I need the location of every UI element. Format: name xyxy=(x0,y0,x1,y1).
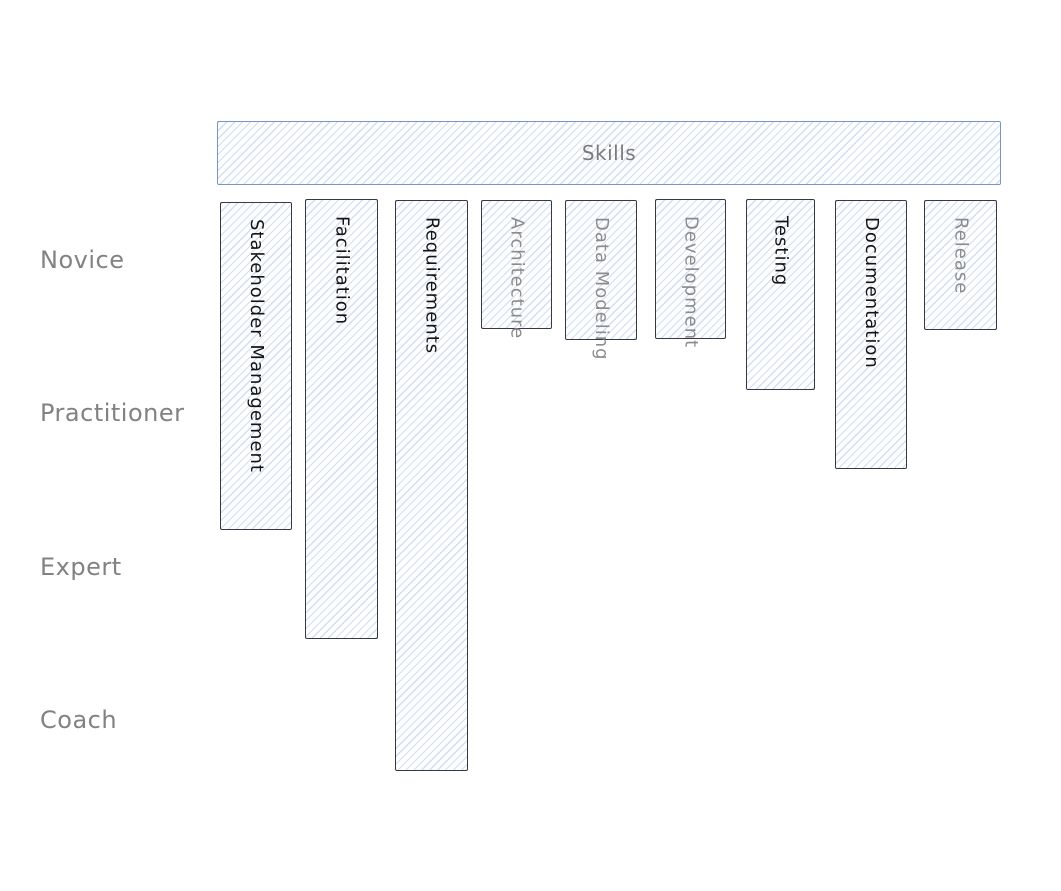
skill-bar-label: Architecture xyxy=(506,217,528,340)
skill-bar-label: Requirements xyxy=(421,217,443,355)
axis-label-novice: Novice xyxy=(40,246,125,274)
skill-bar-facilitation: Facilitation xyxy=(305,199,378,639)
skill-bar-development: Development xyxy=(655,199,726,348)
axis-label-expert: Expert xyxy=(40,553,122,581)
skill-bar-label: Testing xyxy=(770,216,792,287)
skill-bar-documentation: Documentation xyxy=(835,200,907,469)
skills-header-bar: Skills xyxy=(217,121,1001,185)
skill-bar-stakeholder-management: Stakeholder Management xyxy=(220,202,292,530)
skill-bar-label: Development xyxy=(680,216,702,349)
skill-bar-data-modeling: Data Modeling xyxy=(565,200,637,361)
skill-bar-architecture: Architecture xyxy=(481,200,552,339)
skill-bar-testing: Testing xyxy=(746,199,815,390)
skill-bar-label: Release xyxy=(950,217,972,295)
skill-bar-release: Release xyxy=(924,200,997,330)
skill-bar-label: Stakeholder Management xyxy=(246,219,267,473)
axis-label-coach: Coach xyxy=(40,706,118,734)
axis-label-practitioner: Practitioner xyxy=(40,399,185,427)
skill-bar-requirements: Requirements xyxy=(395,200,468,771)
chart-title: Skills xyxy=(581,141,637,165)
skill-bar-label: Data Modeling xyxy=(591,217,612,361)
skill-bar-label: Facilitation xyxy=(331,216,353,326)
skill-bar-label: Documentation xyxy=(861,217,882,369)
